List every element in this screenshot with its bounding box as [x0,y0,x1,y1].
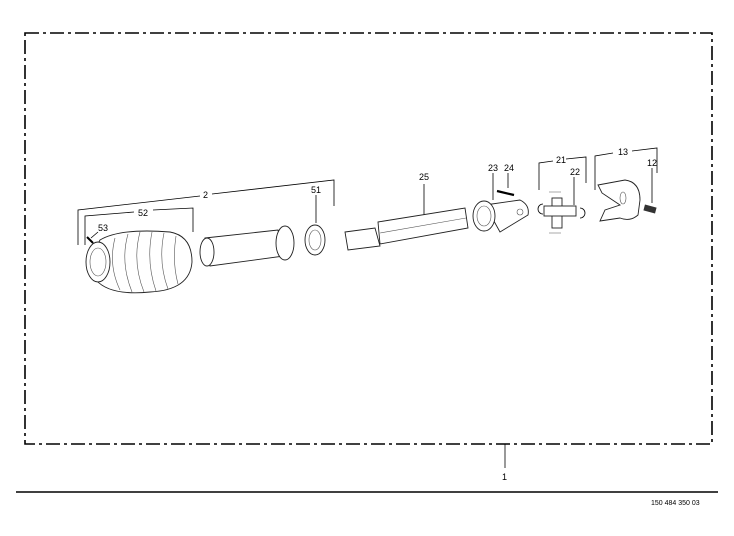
screw-53 [86,236,94,244]
label-53: 53 [98,223,108,233]
guard-tube [199,225,295,267]
outer-yoke-13 [597,179,641,222]
bracket-52-left [84,211,135,245]
label-52: 52 [138,208,148,218]
label-2: 2 [203,190,208,200]
pin-24 [496,189,515,197]
label-21: 21 [556,155,566,165]
bracket-2-left [77,195,201,245]
bracket-52-right [152,207,194,232]
lock-bolt-12 [643,204,657,214]
label-1: 1 [502,472,507,482]
label-24: 24 [504,163,514,173]
circlip-22 [579,207,586,219]
label-13: 13 [618,147,628,157]
bracket-2-right [211,179,335,206]
bearing-ring-51 [304,224,326,256]
label-51: 51 [311,185,321,195]
label-12: 12 [647,158,657,168]
guard-cone-52 [85,230,193,294]
label-23: 23 [488,163,498,173]
label-22: 22 [570,167,580,177]
label-25: 25 [419,172,429,182]
assembly-frame [24,32,713,445]
yoke-23 [472,199,529,233]
cross-kit-21 [543,191,577,234]
inner-tube-25 [344,207,469,251]
drawing-number: 150 484 350 03 [651,500,700,507]
